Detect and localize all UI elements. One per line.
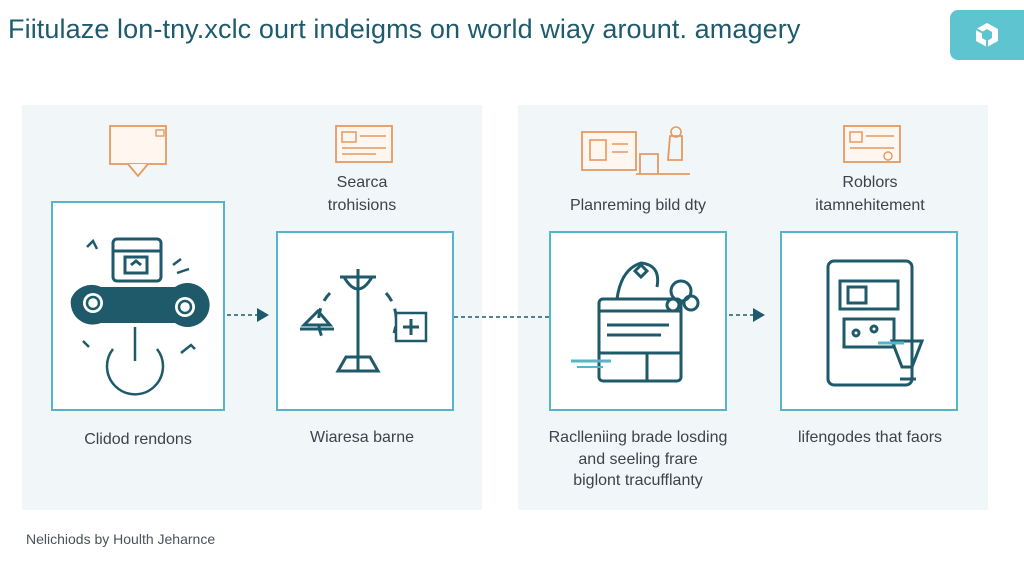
step-4-top-label-2: itamnehitement xyxy=(815,197,925,214)
game-controller-power-icon xyxy=(70,237,210,396)
step-3-bottom-label-1: Raclleniing brade losding xyxy=(548,429,728,446)
step-4-bottom-label: lifengodes that faors xyxy=(797,429,943,446)
cube-logo-icon xyxy=(950,10,1024,60)
step-box-2 xyxy=(276,231,454,411)
arrow-connector-2 xyxy=(729,308,765,322)
step-box-4 xyxy=(780,231,958,411)
balance-scale-icon xyxy=(300,269,428,373)
tablet-device-icon xyxy=(826,259,925,387)
step-2-bottom-label: Wiaresa barne xyxy=(309,429,415,446)
step-box-1 xyxy=(51,201,225,411)
step-3-top-label: Planreming bild dty xyxy=(569,197,707,214)
dashed-connector-middle xyxy=(454,316,550,318)
browser-window-icon xyxy=(571,261,700,383)
orange-message-icon xyxy=(108,124,170,187)
step-3-bottom-label-2: and seeling frare xyxy=(578,451,698,468)
step-box-3 xyxy=(549,231,727,411)
orange-card-icon xyxy=(334,124,394,171)
footer-credit: Nelichiods by Houlth Jeharnce xyxy=(26,531,216,547)
arrow-connector-1 xyxy=(227,308,269,322)
step-4-top-label-1: Roblors xyxy=(842,174,898,191)
step-1-bottom-label: Clidod rendons xyxy=(84,431,192,448)
orange-id-chair-icon xyxy=(578,124,698,191)
page-title: Fiitulaze lon-tny.xclc ourt indeigms on … xyxy=(8,14,801,44)
step-2-top-label-1: Searca xyxy=(336,174,388,191)
step-3-bottom-label-3: biglont tracufflanty xyxy=(573,472,703,489)
orange-certificate-icon xyxy=(842,124,902,171)
step-2-top-label-2: trohisions xyxy=(327,197,397,214)
